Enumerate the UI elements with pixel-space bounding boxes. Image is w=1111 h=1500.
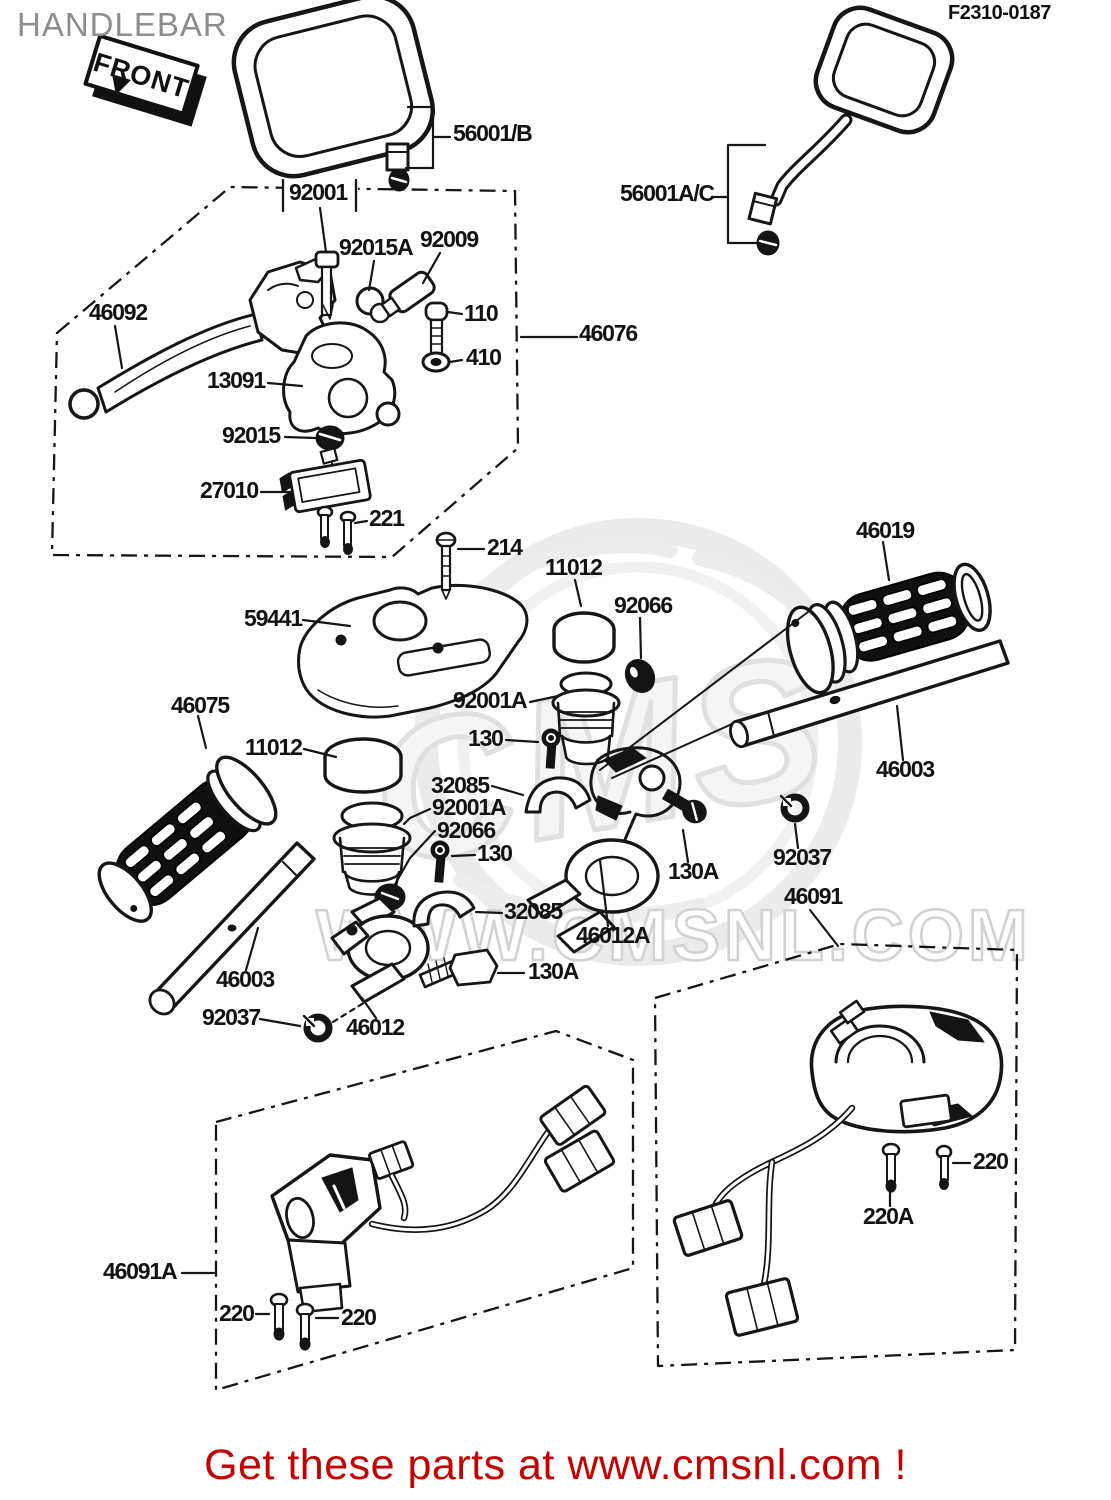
part-label-59441: 59441 — [244, 605, 303, 631]
reservoir-left — [302, 737, 450, 1043]
brake-lever — [68, 256, 337, 420]
grip-right — [785, 562, 992, 695]
part-label-130a-r: 130A — [668, 858, 719, 884]
part-label-214: 214 — [487, 534, 523, 560]
part-label-32085-u: 32085 — [431, 772, 490, 798]
mirror-right — [747, 5, 955, 256]
part-label-46076: 46076 — [579, 320, 638, 346]
master-cylinder-assembly — [279, 250, 451, 555]
part-label-92001: 92001 — [289, 179, 348, 205]
part-label-56001ac: 56001A/C — [620, 180, 715, 206]
part-label-46012: 46012 — [346, 1014, 405, 1040]
part-label-220-r: 220 — [973, 1148, 1009, 1174]
page-title: HANDLEBAR — [17, 6, 228, 43]
part-label-46003-r: 46003 — [876, 756, 935, 782]
part-label-92037-r: 92037 — [773, 844, 832, 870]
bar-tube-left — [148, 841, 316, 1016]
part-label-46091a: 46091A — [103, 1258, 178, 1284]
leader-lines — [113, 105, 972, 1320]
part-label-220-la: 220 — [219, 1300, 255, 1326]
switch-housing-left — [269, 1084, 616, 1351]
part-label-92001a-l: 92001A — [432, 794, 507, 820]
assembly-boxes — [50, 185, 1019, 1392]
part-label-110: 110 — [464, 300, 499, 326]
part-label-130-l: 130 — [477, 840, 513, 866]
part-label-92015: 92015 — [222, 422, 281, 448]
part-label-46091: 46091 — [784, 883, 843, 909]
part-label-46075: 46075 — [171, 692, 230, 718]
part-label-32085-l: 32085 — [504, 898, 563, 924]
part-label-92066-l: 92066 — [437, 817, 496, 843]
holder-clamps — [412, 776, 810, 989]
part-label-220-lb: 220 — [341, 1304, 377, 1330]
part-label-46092: 46092 — [89, 299, 148, 325]
part-label-130-r: 130 — [468, 725, 504, 751]
part-label-220a: 220A — [863, 1203, 914, 1229]
part-label-92066-r: 92066 — [614, 592, 673, 618]
front-stamp: FRONT — [83, 33, 207, 127]
part-label-92037-l: 92037 — [202, 1004, 261, 1030]
part-label-130a-l: 130A — [528, 958, 579, 984]
part-label-92001a-r: 92001A — [453, 687, 528, 713]
grip-left — [97, 755, 278, 923]
part-label-410: 410 — [466, 344, 502, 370]
part-label-46019: 46019 — [856, 517, 915, 543]
part-label-46012a: 46012A — [576, 922, 651, 948]
part-label-92009: 92009 — [420, 226, 479, 252]
reservoir-right — [541, 611, 656, 769]
bar-tube-right — [729, 639, 1010, 749]
part-label-13091: 13091 — [207, 367, 266, 393]
figure-code: F2310-0187 — [948, 2, 1051, 24]
part-label-56001b: 56001/B — [453, 120, 533, 146]
part-label-11012-r: 11012 — [545, 554, 603, 580]
part-label-92015a: 92015A — [339, 234, 414, 260]
switch-housing-right — [672, 999, 1004, 1337]
part-label-27010: 27010 — [200, 477, 259, 503]
mirror-left — [231, 0, 436, 192]
throttle-holder — [526, 746, 682, 954]
part-label-11012-l: 11012 — [245, 734, 303, 760]
footer-banner: Get these parts at www.cmsnl.com ! — [204, 1441, 907, 1489]
part-label-46003-l: 46003 — [216, 966, 275, 992]
part-label-221: 221 — [369, 505, 405, 531]
lever-cover — [297, 531, 529, 719]
front-arrow-icon — [112, 74, 131, 95]
